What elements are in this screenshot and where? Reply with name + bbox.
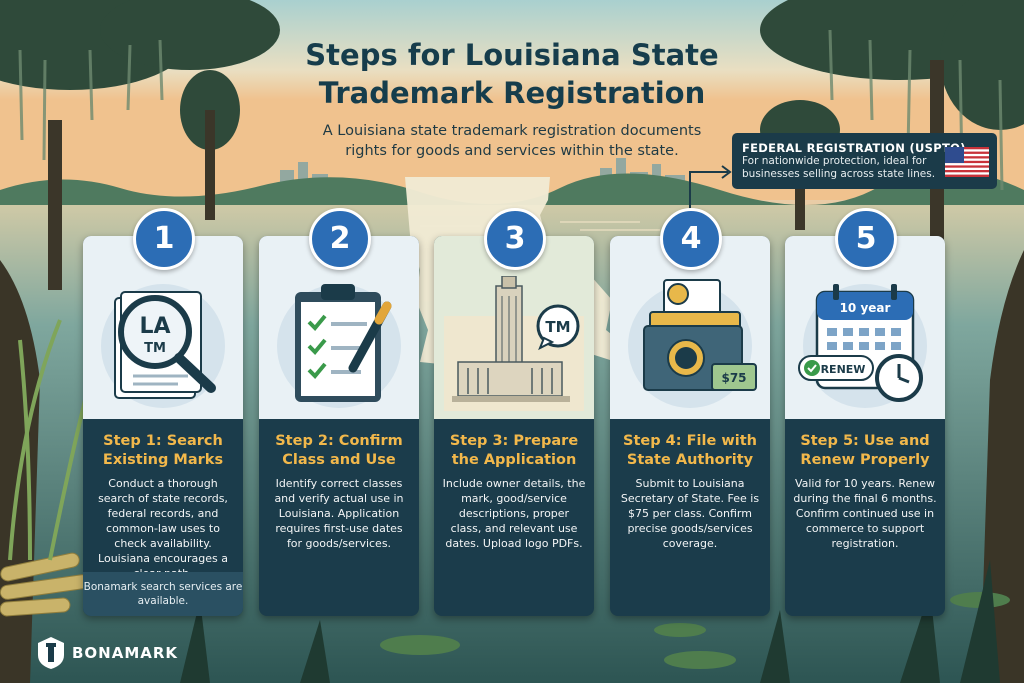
step-description: Identify correct classes and verify actu… — [274, 477, 404, 550]
federal-registration-body: For nationwide protection, ideal for bus… — [742, 155, 936, 180]
magnifier-label-tm: TM — [144, 341, 166, 356]
step-card-5: 10 year RENEW Step 5: Use and Renew Prop… — [785, 236, 945, 616]
step-description: Conduct a thorough search of state recor… — [98, 477, 228, 580]
step-card-illustration-area: 10 year RENEW — [785, 236, 945, 419]
folder-seal-icon: $75 — [628, 279, 757, 408]
step-number-badge-4: 4 — [660, 208, 722, 270]
step-description: Valid for 10 years. Renew during the fin… — [793, 477, 937, 550]
step-title: Step 3: Prepare the Application — [449, 433, 579, 468]
step-number-badge-1: 1 — [133, 208, 195, 270]
step-description: Submit to Louisiana Secretary of State. … — [620, 477, 760, 550]
magnifier-label-la: LA — [139, 314, 170, 339]
step-title: Step 1: Search Existing Marks — [102, 433, 224, 468]
step-description: Include owner details, the mark, good/se… — [442, 477, 586, 550]
step-card-4: $75 Step 4: File with State Authority Su… — [610, 236, 770, 616]
page-subtitle: A Louisiana state trademark registration… — [322, 123, 702, 159]
clipboard-checklist-icon — [277, 284, 401, 408]
step-card-3: TM Step 3: Prepare the Application Inclu… — [434, 236, 594, 616]
usa-flag-icon — [945, 147, 989, 177]
step-title: Step 2: Confirm Class and Use — [275, 433, 403, 468]
calendar-clock-icon: 10 year RENEW — [798, 284, 927, 408]
step-number-badge-3: 3 — [484, 208, 546, 270]
fee-bill-label: $75 — [721, 371, 746, 385]
step-number-badge-2: 2 — [309, 208, 371, 270]
step-number-badge-5: 5 — [835, 208, 897, 270]
lighthouse-logo-icon — [38, 637, 64, 669]
calendar-label: 10 year — [840, 301, 891, 315]
trademark-bubble-label: TM — [545, 318, 570, 336]
capitol-building-icon: TM — [444, 276, 584, 411]
step-card-2: Step 2: Confirm Class and Use Identify c… — [259, 236, 419, 616]
magnifier-icon: LA TM — [101, 284, 225, 408]
federal-registration-callout: FEDERAL REGISTRATION (USPTO). For nation… — [732, 133, 997, 189]
page-title-line-2: Trademark Registration — [318, 76, 706, 110]
brand-name: BONAMARK — [72, 644, 179, 662]
step-title: Step 4: File with State Authority — [623, 433, 757, 468]
renew-pill-label: RENEW — [821, 363, 866, 376]
step-card-illustration-area: TM — [434, 236, 594, 419]
brand-logo: BONAMARK — [38, 636, 178, 670]
step-card-1: LA TM Step 1: Search Existing Marks Cond… — [83, 236, 243, 616]
step-card-illustration-area: LA TM — [83, 236, 243, 419]
federal-registration-title: FEDERAL REGISTRATION (USPTO). — [742, 141, 971, 155]
page-title-line-1: Steps for Louisiana State — [305, 38, 719, 72]
step-title: Step 5: Use and Renew Properly — [800, 433, 930, 468]
bonamark-services-note: Bonamark search services are available. — [83, 572, 243, 616]
step-card-illustration-area — [259, 236, 419, 419]
